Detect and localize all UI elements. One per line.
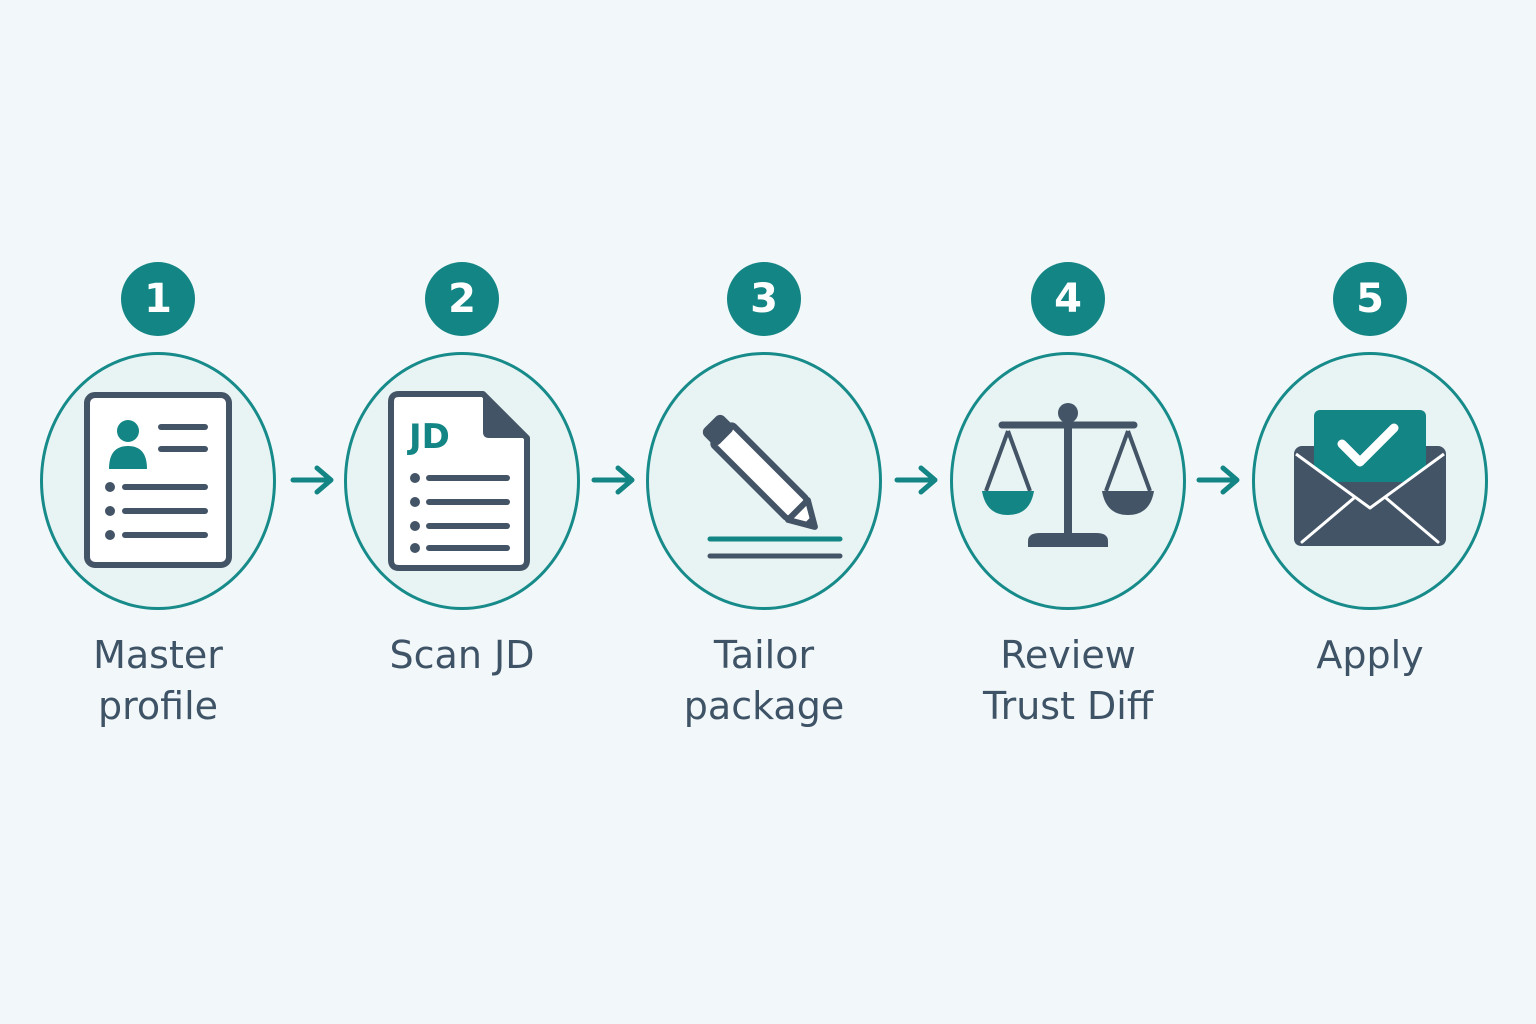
envelope-check-icon: [1294, 410, 1446, 546]
step-label-line: Master: [93, 633, 223, 677]
arrow-right-icon: [894, 465, 938, 495]
step-label: Master profile: [8, 630, 308, 732]
step-number-badge: 4: [1031, 262, 1105, 336]
arrow-right-icon: [1196, 465, 1240, 495]
step-4: 4 Review Trust Diff: [918, 262, 1218, 762]
step-5: 5 Apply: [1220, 262, 1520, 762]
step-icon-circle: [1252, 352, 1488, 610]
step-number-badge: 2: [425, 262, 499, 336]
step-label-line: Tailor: [713, 633, 815, 677]
step-label: Review Trust Diff: [918, 630, 1218, 732]
step-number-badge: 3: [727, 262, 801, 336]
step-label-line: profile: [97, 684, 219, 728]
step-label-line: Trust Diff: [982, 684, 1154, 728]
step-label-line: Scan JD: [389, 633, 535, 677]
step-icon-circle: [950, 352, 1186, 610]
resume-profile-icon: [84, 392, 232, 568]
pencil-write-icon: [702, 414, 843, 559]
document-tag-text: JD: [407, 417, 450, 457]
arrow-right-icon: [591, 465, 635, 495]
step-label: Scan JD: [312, 630, 612, 681]
step-3: 3 Tailor package: [614, 262, 914, 762]
step-label: Tailor package: [614, 630, 914, 732]
balance-scale-icon: [982, 403, 1154, 547]
step-icon-circle: [646, 352, 882, 610]
step-2: 2 JD Scan JD: [312, 262, 612, 762]
step-icon-circle: [40, 352, 276, 610]
step-number-badge: 1: [121, 262, 195, 336]
step-label: Apply: [1220, 630, 1520, 681]
arrow-right-icon: [290, 465, 334, 495]
step-icon-circle: JD: [344, 352, 580, 610]
step-label-line: Review: [1000, 633, 1136, 677]
step-label-line: package: [683, 684, 845, 728]
job-description-document-icon: JD: [388, 391, 530, 571]
step-1: 1 Master profile: [8, 262, 308, 762]
step-number-badge: 5: [1333, 262, 1407, 336]
step-label-line: Apply: [1316, 633, 1424, 677]
